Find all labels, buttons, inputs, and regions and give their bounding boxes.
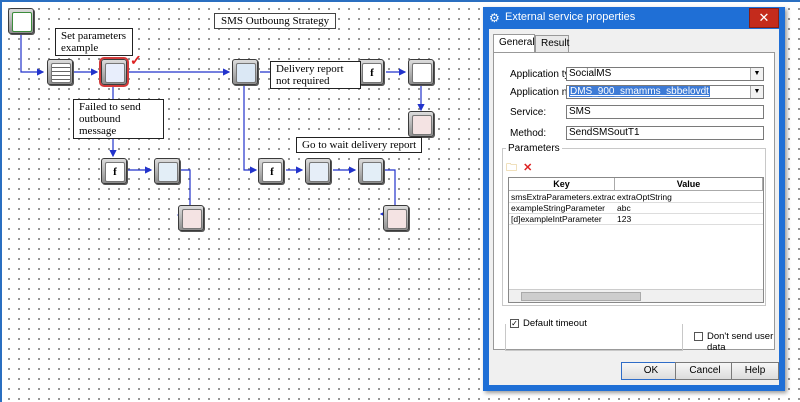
exit-icon <box>412 115 432 135</box>
list-node[interactable] <box>47 59 73 85</box>
chevron-down-icon[interactable]: ▼ <box>750 86 763 98</box>
dont-send-label: Don't send user data <box>707 331 774 353</box>
close-button[interactable]: ✕ <box>749 8 779 28</box>
failed-send-label: Failed to send outbound message <box>73 99 164 139</box>
param-value[interactable]: 123 <box>617 214 632 224</box>
row-divider <box>509 202 763 203</box>
envelope-icon <box>158 162 178 182</box>
exit-icon <box>387 209 407 229</box>
go-wait-label: Go to wait delivery report <box>296 137 423 153</box>
ok-button[interactable]: OK <box>621 362 681 380</box>
mail-node[interactable] <box>408 59 434 85</box>
help-button[interactable]: Help <box>731 362 779 380</box>
chevron-down-icon[interactable]: ▼ <box>750 68 763 80</box>
dialog-titlebar[interactable]: ⚙ External service properties ✕ <box>483 7 785 29</box>
method-field[interactable]: SendSMSoutT1 <box>566 126 764 140</box>
set-parameters-label: Set parameters example <box>55 28 133 56</box>
application-type-label: Application type: <box>510 69 584 80</box>
row-divider <box>509 224 763 225</box>
service-field[interactable]: SMS <box>566 105 764 119</box>
switch-node[interactable] <box>232 59 258 85</box>
column-header-key[interactable]: Key <box>509 178 615 191</box>
row-divider <box>509 213 763 214</box>
set-parameters-node[interactable] <box>99 57 129 87</box>
dont-send-checkbox[interactable] <box>694 332 703 341</box>
add-folder-icon[interactable]: 🗀 <box>506 162 517 174</box>
strategy-title: SMS Outboung Strategy <box>214 13 337 29</box>
param-value[interactable]: extraOptString <box>617 192 672 202</box>
exit-node-2[interactable] <box>178 205 204 231</box>
application-type-value: SocialMS <box>569 68 612 79</box>
default-timeout-label: Default timeout <box>523 318 587 329</box>
parameter-tools: 🗀 ✕ <box>506 159 532 178</box>
service-label: Service: <box>510 107 547 118</box>
canvas-top-border <box>0 0 800 2</box>
tab-result[interactable]: Result <box>535 35 569 52</box>
mail-icon <box>412 63 432 83</box>
delete-icon[interactable]: ✕ <box>523 162 533 174</box>
start-icon <box>12 12 32 32</box>
default-timeout-checkbox[interactable]: ✓ <box>510 319 519 328</box>
param-value[interactable]: abc <box>617 203 631 213</box>
tab-general[interactable]: General <box>493 34 535 53</box>
parameters-group-label: Parameters <box>506 143 562 154</box>
application-name-label: Application name: <box>510 87 590 98</box>
method-label: Method: <box>510 128 547 139</box>
application-name-select[interactable]: DMS_900_smamms_sbbelovdt ▼ <box>566 85 764 99</box>
param-key[interactable]: smsExtraParameters.extraopt <box>511 192 615 202</box>
attach-node[interactable] <box>305 158 331 184</box>
application-type-select[interactable]: SocialMS ▼ <box>566 67 764 81</box>
function-icon: f <box>105 162 125 182</box>
timeout-box <box>505 324 683 351</box>
function-node-3[interactable]: f <box>258 158 284 184</box>
function-icon: f <box>262 162 282 182</box>
function-node-1[interactable]: f <box>358 59 384 85</box>
paperclip-icon <box>309 162 329 182</box>
parameters-table: Key Value smsExtraParameters.extraopt ex… <box>508 177 764 303</box>
function-node-2[interactable]: f <box>101 158 127 184</box>
exit-node-1[interactable] <box>408 111 434 137</box>
horizontal-scrollbar[interactable] <box>509 289 763 302</box>
send-node-1[interactable] <box>154 158 180 184</box>
dialog-title: External service properties <box>505 11 636 23</box>
column-header-value[interactable]: Value <box>615 178 763 191</box>
scrollbar-thumb[interactable] <box>521 292 641 301</box>
external-service-dialog: ⚙ External service properties ✕ General … <box>483 7 785 391</box>
application-name-value: DMS_900_smamms_sbbelovdt <box>569 86 710 97</box>
general-panel: Application type: SocialMS ▼ Application… <box>493 52 775 350</box>
function-icon: f <box>362 63 382 83</box>
envelope-icon <box>362 162 382 182</box>
selected-check-icon: ✓ <box>130 52 142 68</box>
cancel-button[interactable]: Cancel <box>675 362 735 380</box>
exit-icon <box>182 209 202 229</box>
list-icon <box>51 63 71 83</box>
param-key[interactable]: [d]exampleIntParameter <box>511 214 602 224</box>
canvas-left-border <box>0 0 2 402</box>
service-icon: ⚙ <box>489 11 500 25</box>
send-node-2[interactable] <box>358 158 384 184</box>
parameters-group <box>502 148 766 306</box>
param-key[interactable]: exampleStringParameter <box>511 203 606 213</box>
start-node[interactable] <box>8 8 34 34</box>
exit-node-3[interactable] <box>383 205 409 231</box>
delivery-report-label: Delivery report not required <box>270 61 361 89</box>
script-icon <box>105 63 125 83</box>
switch-icon <box>236 63 256 83</box>
